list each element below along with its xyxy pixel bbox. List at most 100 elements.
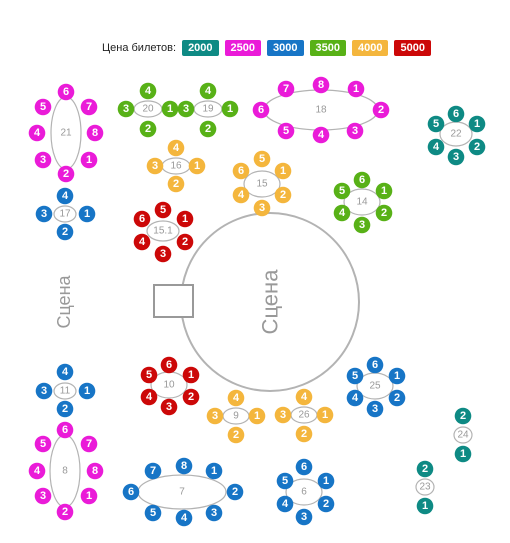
seat-8-5[interactable]: 5	[34, 435, 52, 453]
seat-16-4[interactable]: 4	[167, 139, 185, 157]
seat-16-3[interactable]: 3	[146, 157, 164, 175]
seat-25-1[interactable]: 1	[388, 367, 406, 385]
seat-15-6[interactable]: 6	[232, 162, 250, 180]
seat-10-1[interactable]: 1	[182, 366, 200, 384]
seat-15-5[interactable]: 5	[253, 150, 271, 168]
seat-20-1[interactable]: 1	[161, 100, 179, 118]
seat-6-1[interactable]: 1	[317, 472, 335, 490]
seat-21-7[interactable]: 7	[80, 98, 98, 116]
seat-17-4[interactable]: 4	[56, 187, 74, 205]
seat-22-5[interactable]: 5	[427, 115, 445, 133]
seat-14-3[interactable]: 3	[353, 216, 371, 234]
seat-19-1[interactable]: 1	[221, 100, 239, 118]
seat-15-1-5[interactable]: 5	[154, 201, 172, 219]
seat-21-2[interactable]: 2	[57, 165, 75, 183]
seat-22-1[interactable]: 1	[468, 115, 486, 133]
seat-11-2[interactable]: 2	[56, 400, 74, 418]
seat-10-5[interactable]: 5	[140, 366, 158, 384]
seat-9-1[interactable]: 1	[248, 407, 266, 425]
seat-7-6[interactable]: 6	[122, 483, 140, 501]
seat-18-7[interactable]: 7	[277, 80, 295, 98]
seat-11-4[interactable]: 4	[56, 363, 74, 381]
seat-24-1[interactable]: 1	[454, 445, 472, 463]
seat-20-2[interactable]: 2	[139, 120, 157, 138]
seat-21-1[interactable]: 1	[80, 151, 98, 169]
seat-21-5[interactable]: 5	[34, 98, 52, 116]
seat-15-2[interactable]: 2	[274, 186, 292, 204]
seat-14-4[interactable]: 4	[333, 204, 351, 222]
price-filter-3000[interactable]: 3000	[267, 40, 304, 56]
seat-9-4[interactable]: 4	[227, 389, 245, 407]
seat-9-3[interactable]: 3	[206, 407, 224, 425]
seat-10-4[interactable]: 4	[140, 388, 158, 406]
seat-17-1[interactable]: 1	[78, 205, 96, 223]
seat-25-4[interactable]: 4	[346, 389, 364, 407]
seat-14-5[interactable]: 5	[333, 182, 351, 200]
seat-20-3[interactable]: 3	[117, 100, 135, 118]
seat-14-6[interactable]: 6	[353, 171, 371, 189]
seat-6-6[interactable]: 6	[295, 458, 313, 476]
seat-15-3[interactable]: 3	[253, 199, 271, 217]
seat-26-1[interactable]: 1	[316, 406, 334, 424]
seat-6-4[interactable]: 4	[276, 495, 294, 513]
seat-15-1-2[interactable]: 2	[176, 233, 194, 251]
seat-10-2[interactable]: 2	[182, 388, 200, 406]
seat-15-1-6[interactable]: 6	[133, 210, 151, 228]
seat-8-2[interactable]: 2	[56, 503, 74, 521]
seat-18-1[interactable]: 1	[347, 80, 365, 98]
price-filter-5000[interactable]: 5000	[394, 40, 431, 56]
seat-25-3[interactable]: 3	[366, 400, 384, 418]
seat-21-8[interactable]: 8	[86, 124, 104, 142]
seat-15-1-4[interactable]: 4	[133, 233, 151, 251]
seat-25-6[interactable]: 6	[366, 356, 384, 374]
price-filter-4000[interactable]: 4000	[352, 40, 389, 56]
seat-17-2[interactable]: 2	[56, 223, 74, 241]
seat-22-3[interactable]: 3	[447, 148, 465, 166]
seat-18-3[interactable]: 3	[346, 122, 364, 140]
seat-22-4[interactable]: 4	[427, 138, 445, 156]
seat-19-2[interactable]: 2	[199, 120, 217, 138]
seat-7-7[interactable]: 7	[144, 462, 162, 480]
seat-21-6[interactable]: 6	[57, 83, 75, 101]
seat-14-2[interactable]: 2	[375, 204, 393, 222]
seat-19-3[interactable]: 3	[177, 100, 195, 118]
seat-18-6[interactable]: 6	[252, 101, 270, 119]
seat-7-2[interactable]: 2	[226, 483, 244, 501]
seat-18-4[interactable]: 4	[312, 126, 330, 144]
seat-15-4[interactable]: 4	[232, 186, 250, 204]
seat-16-2[interactable]: 2	[167, 175, 185, 193]
seat-7-5[interactable]: 5	[144, 504, 162, 522]
seat-10-3[interactable]: 3	[160, 398, 178, 416]
seat-15-1-3[interactable]: 3	[154, 245, 172, 263]
seat-11-1[interactable]: 1	[78, 382, 96, 400]
seat-8-1[interactable]: 1	[80, 487, 98, 505]
price-filter-2500[interactable]: 2500	[224, 40, 262, 56]
seat-6-2[interactable]: 2	[317, 495, 335, 513]
seat-9-2[interactable]: 2	[227, 426, 245, 444]
seat-25-2[interactable]: 2	[388, 389, 406, 407]
seat-26-2[interactable]: 2	[295, 425, 313, 443]
seat-7-8[interactable]: 8	[175, 457, 193, 475]
seat-19-4[interactable]: 4	[199, 82, 217, 100]
seat-10-6[interactable]: 6	[160, 356, 178, 374]
seat-6-5[interactable]: 5	[276, 472, 294, 490]
seat-24-2[interactable]: 2	[454, 407, 472, 425]
seat-7-4[interactable]: 4	[175, 509, 193, 527]
seat-25-5[interactable]: 5	[346, 367, 364, 385]
seat-21-4[interactable]: 4	[28, 124, 46, 142]
seat-15-1[interactable]: 1	[274, 162, 292, 180]
seat-8-6[interactable]: 6	[56, 421, 74, 439]
seat-11-3[interactable]: 3	[35, 382, 53, 400]
seat-18-8[interactable]: 8	[312, 76, 330, 94]
seat-8-7[interactable]: 7	[80, 435, 98, 453]
seat-7-3[interactable]: 3	[205, 504, 223, 522]
seat-22-2[interactable]: 2	[468, 138, 486, 156]
seat-23-2[interactable]: 2	[416, 460, 434, 478]
seat-23-1[interactable]: 1	[416, 497, 434, 515]
price-filter-3500[interactable]: 3500	[309, 40, 346, 56]
seat-8-3[interactable]: 3	[34, 487, 52, 505]
price-filter-2000[interactable]: 2000	[182, 40, 219, 56]
seat-21-3[interactable]: 3	[34, 151, 52, 169]
seat-8-4[interactable]: 4	[28, 462, 46, 480]
seat-26-4[interactable]: 4	[295, 388, 313, 406]
